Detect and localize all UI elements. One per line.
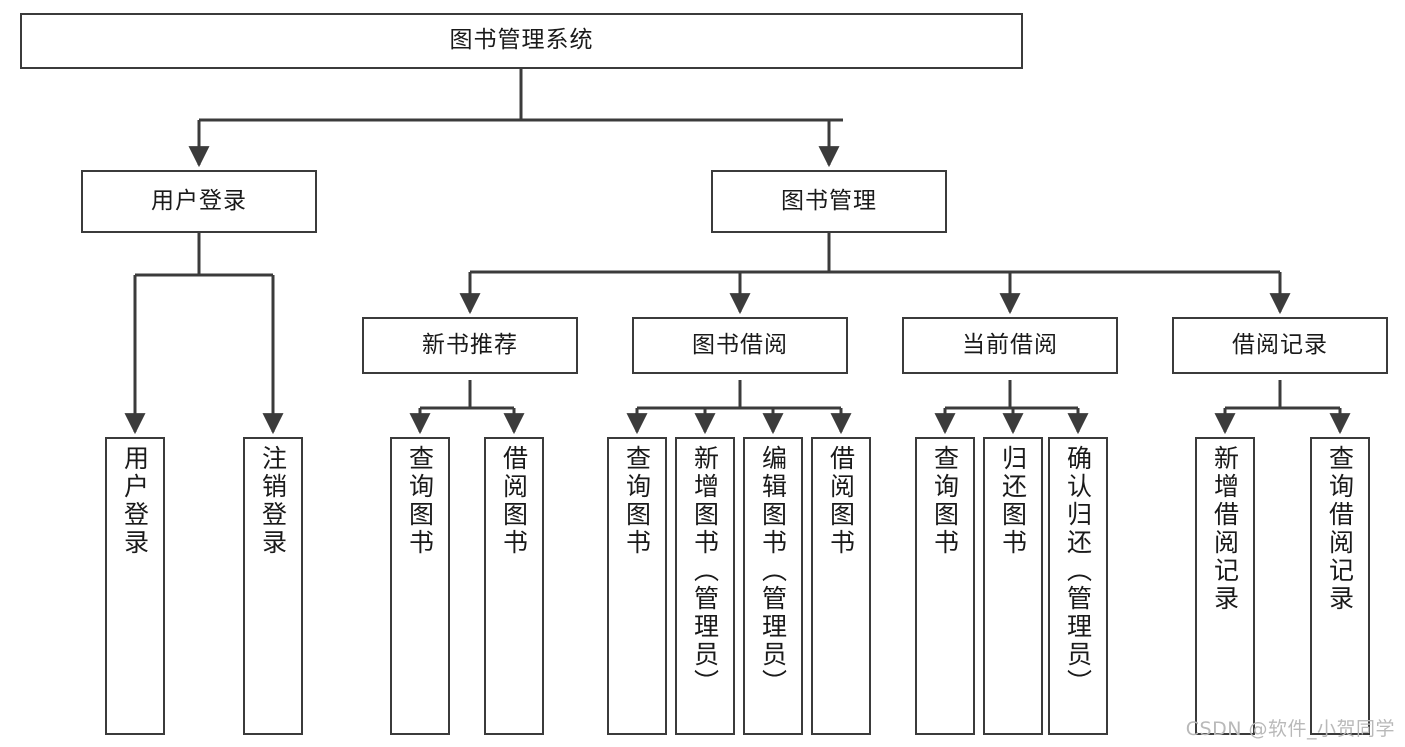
node-label: 查询图书 [930,445,960,557]
node-label: 归还图书 [998,445,1028,557]
node-label: 新增借阅记录 [1210,445,1240,613]
watermark-text: CSDN @软件_小贺同学 [1185,718,1395,740]
leaf-borrow-add-book[interactable]: 新增图书（管理员） [675,437,735,735]
leaf-borrow-query-book[interactable]: 查询图书 [607,437,667,735]
leaf-user-login-logout[interactable]: 注销登录 [243,437,303,735]
leaf-recommend-query-book[interactable]: 查询图书 [390,437,450,735]
leaf-borrow-edit-book[interactable]: 编辑图书（管理员） [743,437,803,735]
node-label: 借阅图书 [826,445,856,557]
leaf-current-confirm-return[interactable]: 确认归还（管理员） [1048,437,1108,735]
node-user-login[interactable]: 用户登录 [81,170,317,233]
leaf-user-login-login[interactable]: 用户登录 [105,437,165,735]
node-label: 用户登录 [120,445,150,557]
node-label: 图书管理 [781,187,877,214]
node-borrow-record[interactable]: 借阅记录 [1172,317,1388,374]
leaf-recommend-borrow-book[interactable]: 借阅图书 [484,437,544,735]
node-label: 当前借阅 [962,331,1058,358]
node-label: 查询借阅记录 [1325,445,1355,613]
node-label: 编辑图书（管理员） [758,445,788,697]
node-label: 借阅记录 [1232,331,1328,358]
node-label: 注销登录 [258,445,288,557]
node-book-borrow[interactable]: 图书借阅 [632,317,848,374]
leaf-record-query-record[interactable]: 查询借阅记录 [1310,437,1370,735]
node-label: 图书管理系统 [449,27,594,54]
leaf-current-return-book[interactable]: 归还图书 [983,437,1043,735]
node-current-borrow[interactable]: 当前借阅 [902,317,1118,374]
node-new-book-recommend[interactable]: 新书推荐 [362,317,578,374]
node-book-management[interactable]: 图书管理 [711,170,947,233]
leaf-borrow-borrow-book[interactable]: 借阅图书 [811,437,871,735]
node-label: 查询图书 [405,445,435,557]
node-root-system[interactable]: 图书管理系统 [20,13,1023,69]
node-label: 新增图书（管理员） [690,445,720,697]
node-label: 确认归还（管理员） [1063,445,1093,697]
node-label: 图书借阅 [692,331,788,358]
node-label: 借阅图书 [499,445,529,557]
leaf-current-query-book[interactable]: 查询图书 [915,437,975,735]
leaf-record-add-record[interactable]: 新增借阅记录 [1195,437,1255,735]
node-label: 用户登录 [151,187,247,214]
node-label: 新书推荐 [422,331,518,358]
node-label: 查询图书 [622,445,652,557]
